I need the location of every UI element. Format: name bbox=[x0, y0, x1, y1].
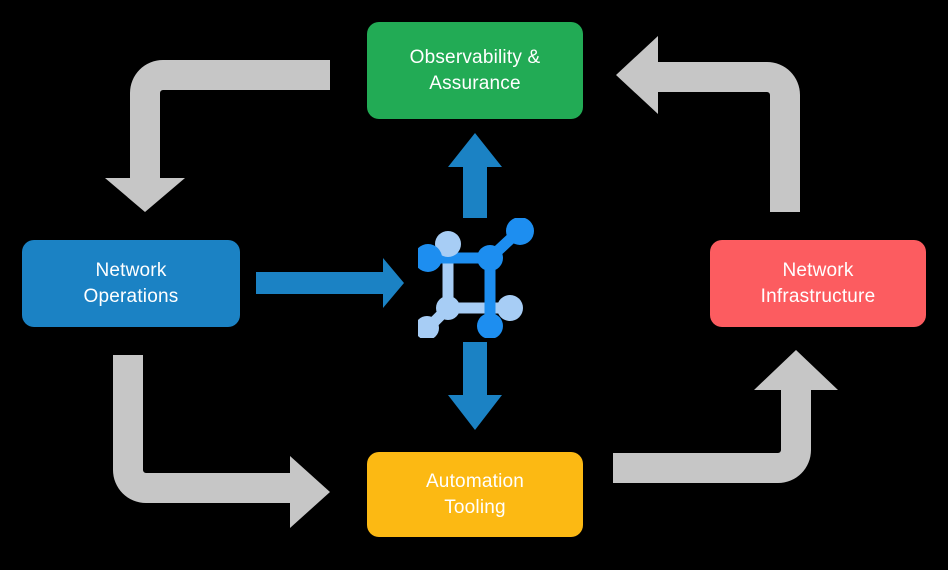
network-topology-icon bbox=[418, 218, 534, 338]
node-box-network-infrastructure[interactable]: Network Infrastructure bbox=[710, 240, 926, 327]
node-box-automation-tooling[interactable]: Automation Tooling bbox=[367, 452, 583, 537]
network-nodes-dark bbox=[418, 218, 534, 338]
network-nodes-light bbox=[418, 231, 523, 338]
cycle-arrow-automation-to-infrastructure bbox=[613, 350, 838, 483]
node-label-network-operations: Network Operations bbox=[83, 259, 179, 307]
cycle-arrow-observability-to-operations bbox=[105, 60, 330, 212]
node-label-automation-tooling: Automation Tooling bbox=[425, 470, 525, 518]
node-label-observability: Observability & Assurance bbox=[409, 46, 541, 94]
primary-arrow-hub-to-observability bbox=[448, 133, 502, 218]
primary-arrow-operations-to-hub bbox=[256, 258, 404, 308]
cycle-arrow-infrastructure-to-observability bbox=[616, 36, 800, 212]
node-label-network-infrastructure: Network Infrastructure bbox=[760, 259, 876, 307]
node-box-network-operations[interactable]: Network Operations bbox=[22, 240, 240, 327]
primary-arrow-hub-to-automation bbox=[448, 342, 502, 430]
cycle-arrow-operations-to-automation bbox=[113, 355, 330, 528]
node-box-observability[interactable]: Observability & Assurance bbox=[367, 22, 583, 119]
